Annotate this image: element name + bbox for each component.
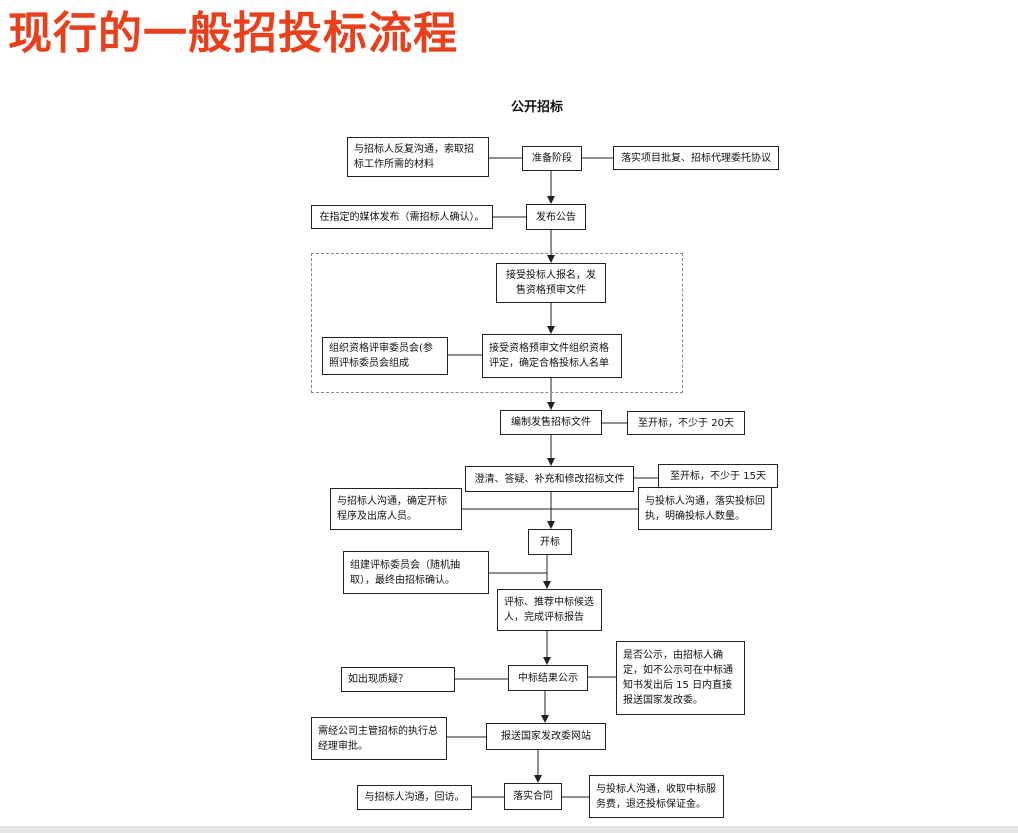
node-preparation: 准备阶段 <box>522 146 582 171</box>
node-prepare-tender-docs: 编制发售招标文件 <box>500 410 602 435</box>
prequalification-group-frame <box>311 253 683 393</box>
note-service-fee: 与投标人沟通，收取中标服务费，退还投标保证金。 <box>589 775 724 818</box>
node-implement-contract: 落实合同 <box>504 783 562 810</box>
note-opening-procedure: 与招标人沟通，确定开标程序及出席人员。 <box>330 488 462 530</box>
node-accept-registration: 接受投标人报名，发售资格预审文件 <box>496 263 606 303</box>
node-prequalification-review: 接受资格预审文件组织资格评定，确定合格投标人名单 <box>482 334 622 378</box>
note-bidder-confirmation: 与投标人沟通，落实投标回执，明确投标人数量。 <box>638 487 772 530</box>
node-publish-notice: 发布公告 <box>526 204 586 230</box>
note-media-publish: 在指定的媒体发布（需招标人确认）。 <box>311 205 493 229</box>
node-bid-opening: 开标 <box>528 529 572 555</box>
note-manager-approval: 需经公司主管招标的执行总经理审批。 <box>311 717 447 760</box>
note-revisit: 与招标人沟通，回访。 <box>357 785 472 810</box>
note-evaluation-committee: 组建评标委员会（随机抽取），最终由招标确认。 <box>343 551 489 594</box>
diagram-subtitle: 公开招标 <box>510 100 563 115</box>
node-report-ndrc: 报送国家发改委网站 <box>486 723 606 750</box>
note-obtain-materials: 与招标人反复沟通，索取招标工作所需的材料 <box>347 137 489 177</box>
node-bid-evaluation: 评标、推荐中标候选人，完成评标报告 <box>497 589 602 631</box>
node-clarification: 澄清、答疑、补充和修改招标文件 <box>465 466 634 492</box>
note-confirm-approval: 落实项目批复、招标代理委托协议 <box>613 146 779 170</box>
bottom-bar <box>0 826 1018 833</box>
note-20-days: 至开标，不少于 20天 <box>627 411 745 435</box>
note-qualification-committee: 组织资格评审委员会(参照评标委员会组成 <box>322 337 448 375</box>
note-objection: 如出现质疑？ <box>341 667 455 692</box>
note-15-days: 至开标，不少于 15天 <box>658 464 778 488</box>
page-title: 现行的一般招投标流程 <box>8 8 458 59</box>
node-result-publicity: 中标结果公示 <box>508 665 588 691</box>
note-publicity-decision: 是否公示，由招标人确定，如不公示可在中标通知书发出后 15 日内直接报送国家发改… <box>616 641 745 715</box>
